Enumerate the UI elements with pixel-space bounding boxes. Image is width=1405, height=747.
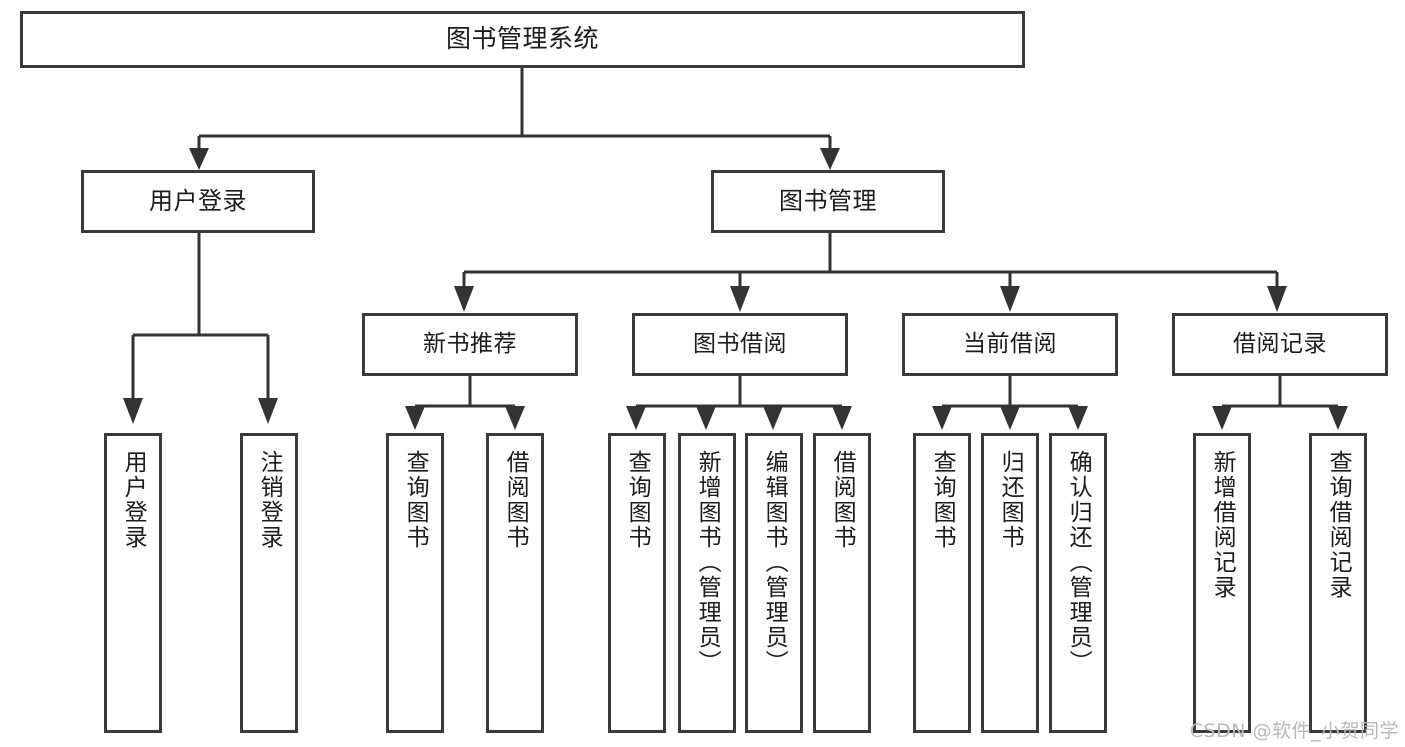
arrow-nbr-leaf2: [505, 406, 525, 430]
leaf-label: 新增图书（管理员）: [694, 450, 721, 675]
node-book-borrowing[interactable]: 图书借阅: [632, 313, 848, 376]
arrow-cb-leaf2: [1000, 406, 1020, 430]
leaf-label: 查询借阅记录: [1325, 450, 1352, 600]
leaf-new-book-borrow-book[interactable]: 借阅图书: [486, 433, 544, 733]
node-book-management[interactable]: 图书管理: [711, 170, 945, 233]
arrow-user-login-leaf1: [123, 398, 143, 424]
leaf-current-borrow-query-book[interactable]: 查询图书: [913, 433, 971, 733]
node-label: 当前借阅: [963, 331, 1057, 358]
leaf-label: 借阅图书: [829, 450, 856, 550]
arrow-bb-leaf4: [832, 406, 852, 430]
node-root-book-management-system[interactable]: 图书管理系统: [20, 11, 1025, 68]
node-current-borrowing[interactable]: 当前借阅: [902, 313, 1118, 376]
leaf-label: 查询图书: [929, 450, 956, 550]
arrow-bb-leaf3: [763, 406, 783, 430]
leaf-book-borrow-add-book-admin[interactable]: 新增图书（管理员）: [678, 433, 736, 733]
node-label: 用户登录: [149, 186, 247, 215]
arrow-cb-leaf1: [932, 406, 952, 430]
node-label: 借阅记录: [1233, 331, 1327, 358]
leaf-label: 归还图书: [997, 450, 1024, 550]
arrow-br-leaf2: [1328, 406, 1348, 430]
arrow-bb-leaf1: [626, 406, 646, 430]
arrow-bb-leaf2: [696, 406, 716, 430]
leaf-user-login-login[interactable]: 用户登录: [104, 433, 162, 733]
arrow-book-manage: [820, 148, 840, 170]
csdn-watermark: CSDN @软件_小贺同学: [1189, 720, 1399, 742]
arrow-current-borrow: [1000, 286, 1020, 312]
arrow-user-login-leaf2: [258, 398, 278, 424]
node-borrowing-record[interactable]: 借阅记录: [1172, 313, 1388, 376]
leaf-borrow-record-query-record[interactable]: 查询借阅记录: [1309, 433, 1367, 733]
node-label: 图书借阅: [693, 331, 787, 358]
arrow-cb-leaf3: [1068, 406, 1088, 430]
leaf-book-borrow-query-book[interactable]: 查询图书: [608, 433, 666, 733]
leaf-borrow-record-add-record[interactable]: 新增借阅记录: [1193, 433, 1251, 733]
node-label: 图书管理系统: [445, 24, 599, 54]
node-label: 图书管理: [779, 186, 877, 215]
leaf-new-book-query-book[interactable]: 查询图书: [386, 433, 444, 733]
arrow-nbr-leaf1: [405, 406, 425, 430]
arrow-new-book-rec: [454, 286, 474, 312]
leaf-label: 借阅图书: [502, 450, 529, 550]
leaf-label: 用户登录: [120, 450, 147, 550]
leaf-user-login-logout[interactable]: 注销登录: [240, 433, 298, 733]
node-user-login[interactable]: 用户登录: [81, 170, 315, 233]
leaf-label: 新增借阅记录: [1209, 450, 1236, 600]
leaf-book-borrow-borrow-book[interactable]: 借阅图书: [813, 433, 871, 733]
leaf-label: 编辑图书（管理员）: [761, 450, 788, 675]
leaf-label: 查询图书: [624, 450, 651, 550]
leaf-label: 确认归还（管理员）: [1065, 450, 1092, 675]
leaf-label: 注销登录: [256, 450, 283, 550]
leaf-book-borrow-edit-book-admin[interactable]: 编辑图书（管理员）: [745, 433, 803, 733]
arrow-user-login: [189, 148, 209, 170]
leaf-current-borrow-return-book[interactable]: 归还图书: [981, 433, 1039, 733]
arrow-borrow-record: [1267, 286, 1287, 312]
leaf-current-borrow-confirm-return-admin[interactable]: 确认归还（管理员）: [1049, 433, 1107, 733]
node-new-book-recommendation[interactable]: 新书推荐: [362, 313, 578, 376]
node-label: 新书推荐: [423, 331, 517, 358]
arrow-book-borrow: [730, 286, 750, 312]
arrow-br-leaf1: [1212, 406, 1232, 430]
leaf-label: 查询图书: [402, 450, 429, 550]
